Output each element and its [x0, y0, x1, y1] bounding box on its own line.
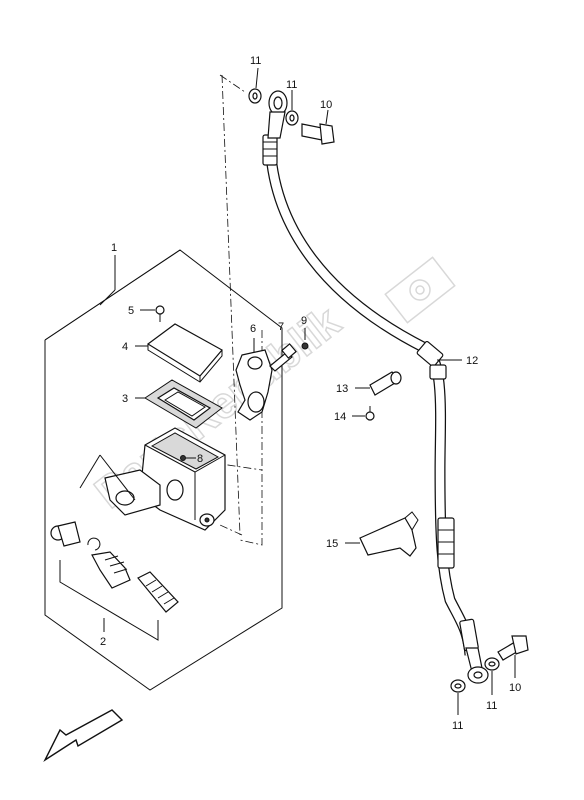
- body-leader-lines: [79, 454, 136, 501]
- assembly-outline: [44, 249, 283, 691]
- hose-clamp-bolt: [352, 406, 375, 421]
- callout-4: 4: [122, 341, 128, 353]
- callout-8: 8: [197, 453, 203, 465]
- diaphragm-plate: [135, 379, 223, 429]
- callout-11-bottom-right: 11: [486, 700, 497, 712]
- callout-1: 1: [111, 242, 117, 254]
- hose-guide-bracket: [345, 511, 419, 557]
- reservoir-cap: [135, 323, 223, 383]
- upper-banjo-fitting: [267, 90, 288, 139]
- callout-15: 15: [326, 538, 338, 550]
- callout-10-upper: 10: [320, 99, 332, 111]
- callout-3: 3: [122, 393, 128, 405]
- callout-14: 14: [334, 411, 346, 423]
- callout-10-lower: 10: [509, 682, 521, 694]
- callout-11-top-right: 11: [286, 79, 297, 91]
- hose-clamp: [355, 371, 402, 396]
- gear-logo-icon: [384, 256, 456, 324]
- lower-banjo-fitting: [465, 647, 489, 684]
- callout-6: 6: [250, 323, 256, 335]
- callout-labels: 1 2 3 4 5 6 7 8 9 10 10 11 11 11 11 12 1…: [100, 55, 521, 732]
- brake-hose: [262, 134, 479, 656]
- callout-2: 2: [100, 636, 106, 648]
- front-direction-arrow: [43, 709, 124, 762]
- callout-11-top-left: 11: [250, 55, 261, 67]
- washers: [248, 88, 500, 693]
- union-bolts: [301, 123, 529, 661]
- holder-clamp: [235, 338, 273, 421]
- master-cylinder-body: [104, 427, 226, 531]
- callout-11-bottom-left: 11: [452, 720, 463, 732]
- callout-leaders: [99, 67, 516, 715]
- callout-13: 13: [336, 383, 348, 395]
- clamp-bolt: [269, 334, 297, 372]
- callout-12: 12: [466, 355, 478, 367]
- cap-screw: [140, 305, 165, 322]
- small-screw: [180, 455, 196, 461]
- callout-9: 9: [301, 315, 307, 327]
- small-washer: [301, 328, 309, 350]
- callout-5: 5: [128, 305, 134, 317]
- callout-7: 7: [278, 321, 284, 333]
- piston-assembly: [50, 521, 179, 641]
